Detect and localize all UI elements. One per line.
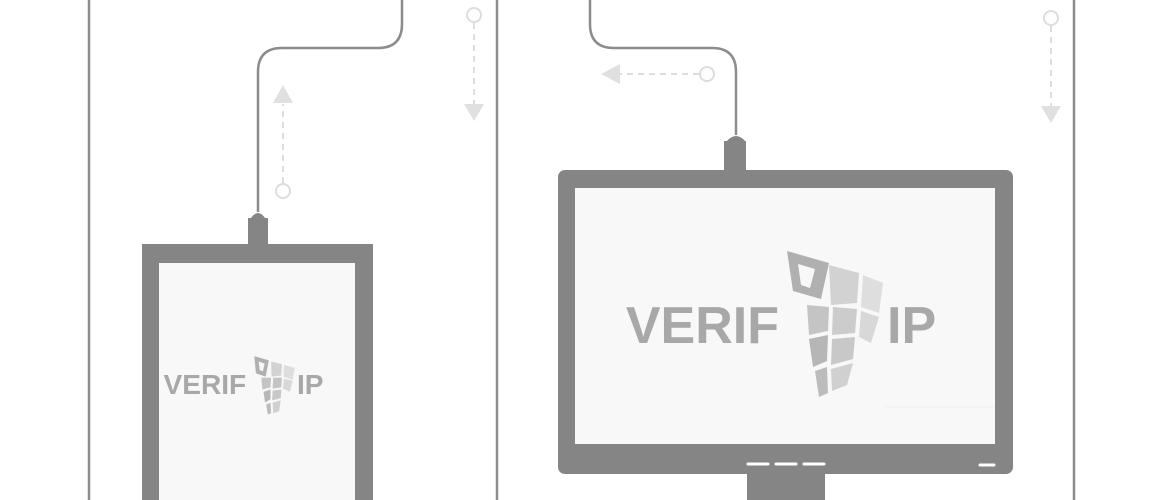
logo-mark: [787, 251, 883, 397]
monitor-connector: [724, 136, 746, 172]
signal-endpoints: [275, 7, 1059, 199]
arrow-down-icon: [1041, 106, 1061, 123]
tablet-screen: [159, 263, 355, 500]
logo-word-left: VERIF: [626, 297, 779, 355]
top-right-signal-origin-icon: [1043, 10, 1059, 26]
monitor-signal-origin-icon: [699, 66, 715, 82]
logo-word-right: IP: [297, 369, 324, 400]
logo-mark: [254, 356, 295, 415]
monitor-stand: [747, 474, 825, 500]
panel-dividers: [87, 0, 1076, 500]
signal-arrows: [282, 23, 1052, 183]
tablet-connector: [248, 213, 268, 246]
monitor-logo: VERIF IP: [626, 251, 936, 397]
monitor-cable: [588, 0, 738, 135]
tablet-device: VERIF IP: [142, 213, 373, 500]
logo-word-left: VERIF: [164, 369, 247, 400]
monitor-buttons: [746, 462, 996, 467]
arrow-up-icon: [273, 85, 293, 103]
tablet-logo: VERIF IP: [164, 356, 324, 415]
signal-arrowheads: [273, 64, 1061, 123]
arrow-down-icon: [464, 104, 484, 121]
top-left-signal-origin-icon: [466, 7, 482, 23]
monitor-screen: [575, 188, 995, 444]
tablet-cable: [256, 0, 404, 212]
logo-word-right: IP: [887, 297, 936, 355]
cables: [256, 0, 738, 212]
monitor-device: VERIF IP: [558, 136, 1013, 500]
tablet-signal-origin-icon: [275, 183, 291, 199]
arrow-left-icon: [601, 64, 620, 84]
